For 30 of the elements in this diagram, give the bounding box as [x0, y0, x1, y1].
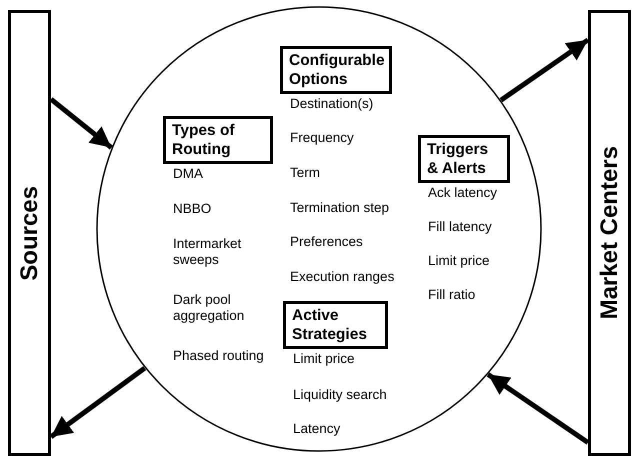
arrow	[49, 97, 113, 150]
list-item: Latency	[293, 421, 342, 437]
panel-label: Market Centers	[596, 146, 624, 320]
panel-label: Sources	[16, 186, 44, 280]
section-heading: Types of Routing	[163, 116, 273, 164]
list-item: Dark pool aggregation	[173, 292, 246, 324]
list-item: Fill ratio	[428, 287, 476, 303]
section-heading: Configurable Options	[280, 46, 392, 94]
list-item: Preferences	[290, 234, 364, 250]
list-item: Termination step	[290, 200, 390, 216]
list-item: NBBO	[173, 201, 212, 217]
list-item: Intermarket sweeps	[173, 236, 242, 268]
arrow	[500, 38, 590, 102]
section-heading: Triggers & Alerts	[418, 135, 510, 183]
side-panel	[8, 10, 51, 456]
list-item: Frequency	[290, 130, 355, 146]
list-item: Ack latency	[428, 185, 498, 201]
arrow	[50, 366, 146, 439]
list-item: DMA	[173, 166, 204, 182]
list-item: Limit price	[428, 253, 491, 269]
side-panel	[588, 10, 631, 456]
list-item: Execution ranges	[290, 269, 396, 285]
section-heading: Active Strategies	[283, 301, 388, 349]
arrow	[486, 372, 590, 445]
list-item: Term	[290, 165, 321, 181]
list-item: Phased routing	[173, 348, 265, 364]
list-item: Liquidity search	[293, 387, 388, 403]
list-item: Fill latency	[428, 219, 493, 235]
list-item: Destination(s)	[290, 96, 374, 112]
list-item: Limit price	[293, 351, 356, 367]
